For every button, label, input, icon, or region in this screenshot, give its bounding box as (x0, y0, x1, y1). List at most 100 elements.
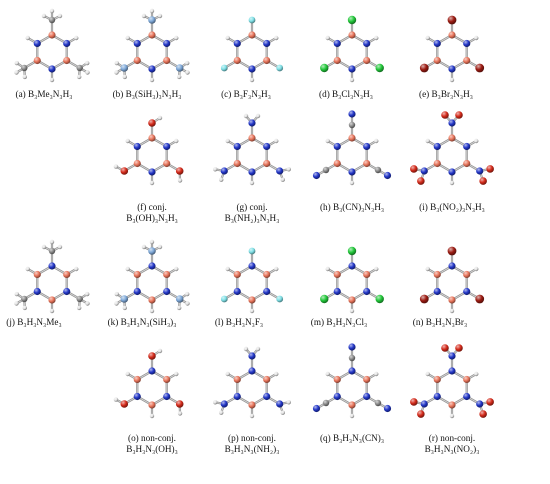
atom-c (21, 64, 28, 72)
atom-n (263, 287, 271, 296)
atom-n (348, 168, 356, 176)
atom-c (374, 399, 382, 407)
caption-i: (i) B₃(NO₂)₃N₃H₃ (419, 202, 485, 212)
atom-h (49, 77, 55, 83)
atom-h (225, 266, 230, 272)
atom-f (276, 295, 284, 303)
atom-b (33, 56, 41, 65)
atom-h (449, 308, 455, 314)
atom-h (176, 74, 182, 80)
atom-h (113, 164, 119, 169)
atom-h (157, 115, 163, 121)
atom-h (255, 346, 261, 352)
atom-h (185, 70, 190, 75)
caption-d: (d) B₃Cl₃N₃H₃ (319, 89, 373, 99)
caption-line: B₃H₃N₃(NH₂)₃ (225, 444, 280, 454)
atom-h (474, 266, 479, 272)
atom-b (463, 159, 471, 168)
panel-l: (l) B₃H₃N₃F₃ (215, 247, 284, 327)
atom-h (85, 301, 90, 306)
caption-line: (i) B₃(NO₂)₃N₃H₃ (419, 202, 485, 212)
atom-h (14, 60, 20, 66)
atom-br (419, 294, 429, 304)
atom-n (233, 392, 241, 401)
atom-n (433, 142, 441, 151)
atom-o (120, 167, 129, 175)
atom-h (374, 371, 379, 377)
panel-o: (o) non-conj.B₃H₃N₃(OH)₃ (113, 348, 184, 454)
atom-o (417, 410, 425, 418)
atom-o (486, 165, 494, 173)
atom-h (114, 60, 120, 66)
atom-n (448, 367, 456, 375)
atom-h (286, 167, 291, 172)
atom-b (433, 159, 441, 168)
atom-n (363, 39, 371, 48)
atom-h (349, 180, 355, 186)
atom-n (383, 404, 392, 413)
atom-h (49, 308, 55, 314)
atom-b (263, 159, 271, 168)
atom-br (447, 246, 457, 256)
caption-q: (q) B₃H₃N₃(CN)₃ (320, 433, 384, 443)
caption-a: (a) B₃Me₃N₃H₃ (16, 89, 73, 99)
molecule-e (419, 15, 485, 83)
atom-b (248, 401, 256, 409)
atom-o (148, 119, 156, 127)
caption-h: (h) B₃(CN)₃N₃H₃ (320, 202, 384, 212)
caption-f: (f) conj.B₃(OH)₃N₃H₃ (126, 202, 178, 223)
atom-h (41, 13, 47, 19)
atom-n (63, 39, 71, 48)
atom-h (177, 178, 183, 183)
atom-b (448, 31, 456, 39)
atom-b (363, 56, 371, 65)
panel-r: (r) non-conj.B₃H₃N₃(NO₂)₃ (410, 344, 494, 454)
caption-line: (f) conj. (137, 202, 167, 212)
atom-h (14, 70, 19, 75)
atom-c (374, 166, 382, 174)
atom-h (449, 413, 455, 419)
caption-line: (g) conj. (236, 202, 267, 212)
caption-c: (c) B₃F₃N₃H₃ (221, 89, 271, 99)
caption-line: (n) B₃H₃N₃Br₃ (413, 317, 467, 327)
caption-line: (m) B₃H₃N₃Cl₃ (311, 317, 367, 327)
atom-n (33, 39, 41, 48)
molecule-n (419, 246, 485, 314)
atom-h (325, 266, 330, 272)
atom-h (157, 244, 163, 250)
caption-line: B₃(OH)₃N₃H₃ (126, 213, 178, 223)
molecule-c (220, 16, 284, 83)
atom-f (220, 295, 228, 303)
atom-n (363, 287, 371, 296)
atom-h (274, 371, 279, 377)
atom-h (219, 177, 224, 182)
atom-b (363, 159, 371, 168)
atom-b (448, 401, 456, 409)
atom-n (263, 392, 271, 401)
atom-h (349, 413, 355, 419)
atom-h (57, 244, 63, 250)
atom-h (286, 400, 291, 405)
atom-b (433, 375, 441, 384)
atom-b (133, 56, 141, 65)
atom-h (249, 308, 255, 314)
caption-line: (a) B₃Me₃N₃H₃ (16, 89, 73, 99)
caption-b: (b) B₃(SiH₃)₃N₃H₃ (113, 89, 182, 99)
atom-br (475, 294, 485, 304)
atom-n (248, 352, 256, 360)
panel-j: (j) B₃H₃N₃Me₃ (6, 239, 90, 327)
atom-h (125, 138, 130, 144)
caption-line: (c) B₃F₃N₃H₃ (221, 89, 271, 99)
atom-si (175, 295, 184, 303)
atom-si (175, 64, 184, 72)
molecule-g (213, 113, 291, 186)
atom-n (133, 287, 141, 296)
atom-b (233, 159, 241, 168)
molecule-r (410, 344, 494, 419)
atom-o (441, 344, 449, 352)
atom-h (280, 410, 285, 415)
caption-n: (n) B₃H₃N₃Br₃ (413, 317, 467, 327)
atom-h (449, 180, 455, 186)
atom-h (49, 239, 55, 245)
